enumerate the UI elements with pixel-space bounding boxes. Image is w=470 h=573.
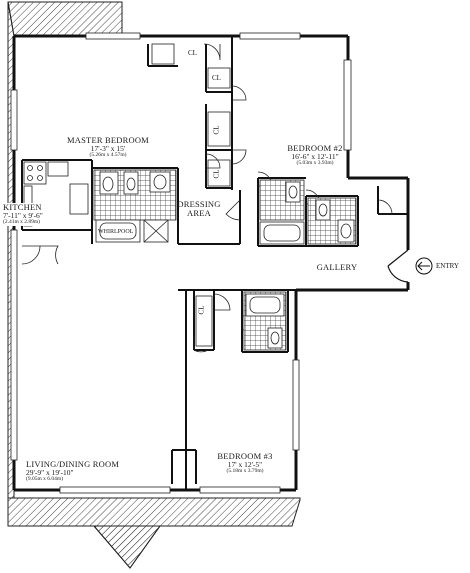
balcony-bottom xyxy=(7,497,301,569)
living-dining-dims: 29'-9" x 19'-10" xyxy=(26,467,74,477)
master-bath xyxy=(93,169,177,243)
label-gallery: GALLERY xyxy=(312,263,362,272)
label-entry: ENTRY xyxy=(436,262,459,270)
label-living-dining: LIVING/DINING ROOM 29'-9" x 19'-10" (9.0… xyxy=(26,460,136,483)
kitchen-metric: (2.41m x 2.89m) xyxy=(3,218,40,225)
bedroom2-baths xyxy=(259,179,357,245)
bedroom3-bath xyxy=(243,291,287,351)
entry-arrow-icon xyxy=(415,257,433,275)
label-kitchen: KITCHEN 7'-11" x 9'-6" (2.41m x 2.89m) xyxy=(3,203,67,226)
gallery-name: GALLERY xyxy=(316,262,358,272)
master-bedroom-name: MASTER BEDROOM xyxy=(67,135,149,145)
kitchen-dims: 7'-11" x 9'-6" xyxy=(3,210,43,220)
kitchen-name: KITCHEN xyxy=(3,202,42,212)
label-dressing-area: DRESSING AREA xyxy=(174,200,224,218)
bedroom-3-metric: (5.18m x 3.79m) xyxy=(226,467,264,474)
bedroom-3-dims: 17' x 12'-5" xyxy=(227,459,263,469)
bedroom-2-metric: (5.03m x 3.93m) xyxy=(296,159,334,166)
dressing-line2: AREA xyxy=(187,207,211,218)
bedroom-2-name: BEDROOM #2 xyxy=(287,143,343,153)
label-closet: CL xyxy=(197,305,206,315)
label-closet: CL xyxy=(212,125,221,135)
entry-door xyxy=(387,249,409,283)
bedroom-3-name: BEDROOM #3 xyxy=(217,451,273,461)
dressing-line1: DRESSING xyxy=(177,199,221,209)
label-closet: CL xyxy=(188,49,197,57)
windows xyxy=(10,32,352,494)
label-closet: CL xyxy=(212,74,221,82)
label-closet: CL xyxy=(212,169,221,179)
label-bedroom-2: BEDROOM #2 16'-6" x 12'-11" (5.03m x 3.9… xyxy=(270,144,360,167)
label-master-bedroom: MASTER BEDROOM 17'-3" x 15' (5.26m x 4.5… xyxy=(48,136,168,159)
closet-fixtures xyxy=(151,43,231,347)
living-dining-name: LIVING/DINING ROOM xyxy=(26,459,120,469)
living-dining-metric: (9.05m x 6.04m) xyxy=(26,475,63,482)
bedroom-2-dims: 16'-6" x 12'-11" xyxy=(291,151,339,161)
master-bedroom-dims: 17'-3" x 15' xyxy=(90,143,126,153)
balcony-top xyxy=(7,1,123,499)
label-whirlpool: WHIRLPOOL xyxy=(98,229,134,235)
label-bedroom-3: BEDROOM #3 17' x 12'-5" (5.18m x 3.79m) xyxy=(200,452,290,475)
master-bedroom-metric: (5.26m x 4.57m) xyxy=(89,151,127,158)
doors xyxy=(21,43,393,353)
